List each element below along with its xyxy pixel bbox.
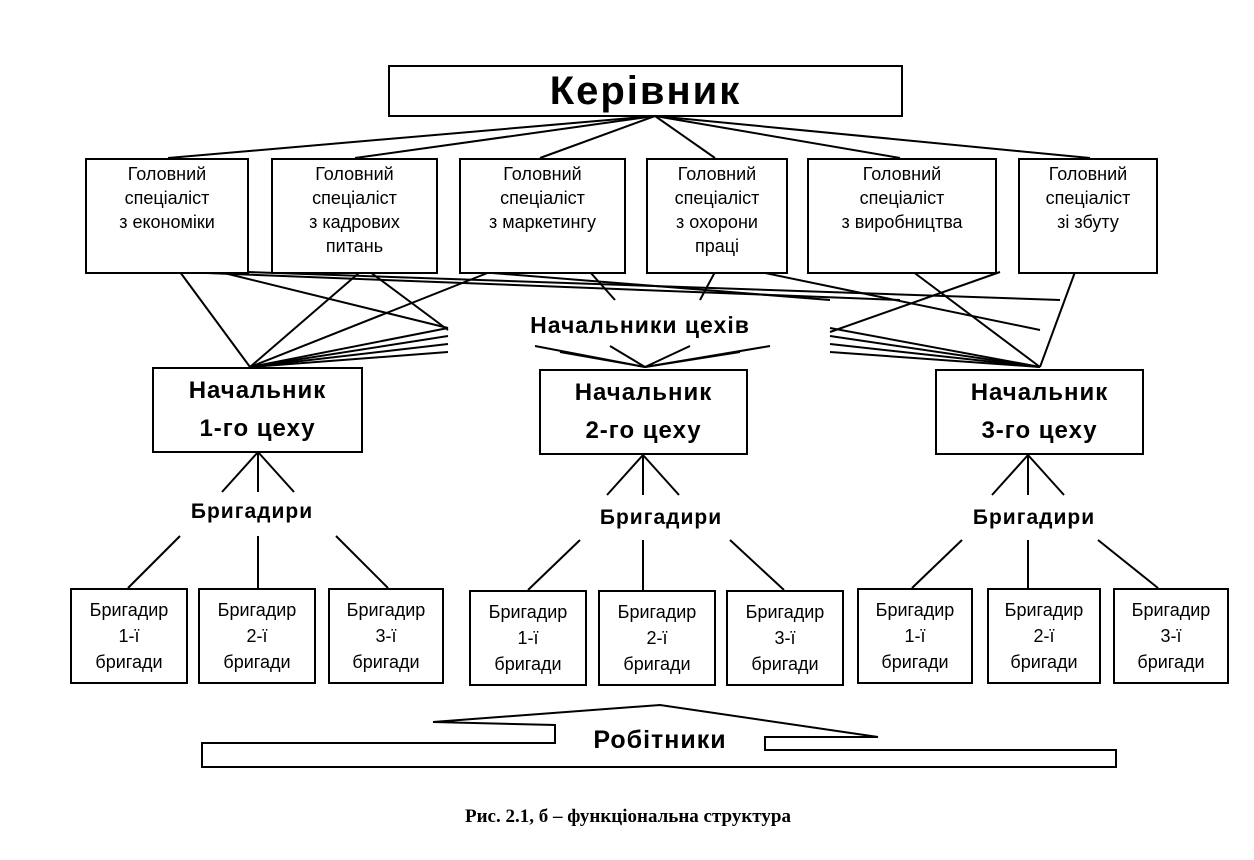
shop-head-label: Начальник 3-го цеху	[970, 379, 1109, 444]
foreman-box: Бригадир 3-ї бригади	[1113, 588, 1229, 684]
foremen-label: Бригадири	[190, 500, 314, 523]
specialist-label: Головний спеціаліст з виробництва	[841, 164, 963, 232]
shop-1-head-box: Начальник 1-го цеху	[152, 367, 363, 453]
foreman-label: Бригадир 2-ї бригади	[617, 602, 697, 674]
figure-caption: Рис. 2.1, б – функціональна структура	[465, 806, 791, 827]
shop-3-head-box: Начальник 3-го цеху	[935, 369, 1144, 455]
foreman-box: Бригадир 2-ї бригади	[198, 588, 316, 684]
specialist-production-box: Головний спеціаліст з виробництва	[807, 158, 997, 274]
shop-2-head-box: Начальник 2-го цеху	[539, 369, 748, 455]
specialist-label: Головний спеціаліст зі збуту	[1045, 164, 1131, 232]
workers-label: Робітники	[593, 726, 727, 754]
foreman-label: Бригадир 1-ї бригади	[488, 602, 568, 674]
foreman-label: Бригадир 1-ї бригади	[875, 600, 955, 672]
specialist-marketing-box: Головний спеціаліст з маркетингу	[459, 158, 626, 274]
specialist-economics-box: Головний спеціаліст з економіки	[85, 158, 249, 274]
foreman-box: Бригадир 3-ї бригади	[328, 588, 444, 684]
foreman-label: Бригадир 3-ї бригади	[745, 602, 825, 674]
specialist-label: Головний спеціаліст з охорони праці	[674, 164, 760, 256]
foremen-label: Бригадири	[599, 506, 723, 529]
director-box: Керівник	[388, 65, 903, 117]
foremen-label: Бригадири	[972, 506, 1096, 529]
specialist-label: Головний спеціаліст з маркетингу	[489, 164, 596, 232]
shop-heads-label: Начальники цехів	[530, 312, 750, 338]
foreman-box: Бригадир 1-ї бригади	[857, 588, 973, 684]
specialist-hr-box: Головний спеціаліст з кадрових питань	[271, 158, 438, 274]
foreman-box: Бригадир 3-ї бригади	[726, 590, 844, 686]
foreman-box: Бригадир 1-ї бригади	[469, 590, 587, 686]
shop-head-label: Начальник 1-го цеху	[188, 377, 327, 442]
specialist-labor-safety-box: Головний спеціаліст з охорони праці	[646, 158, 788, 274]
specialist-label: Головний спеціаліст з економіки	[119, 164, 215, 232]
foreman-label: Бригадир 1-ї бригади	[89, 600, 169, 672]
foreman-label: Бригадир 3-ї бригади	[1131, 600, 1211, 672]
director-label: Керівник	[549, 68, 742, 113]
foreman-box: Бригадир 2-ї бригади	[987, 588, 1101, 684]
specialist-sales-box: Головний спеціаліст зі збуту	[1018, 158, 1158, 274]
foreman-box: Бригадир 1-ї бригади	[70, 588, 188, 684]
foreman-label: Бригадир 2-ї бригади	[217, 600, 297, 672]
shop-head-label: Начальник 2-го цеху	[574, 379, 713, 444]
specialist-label: Головний спеціаліст з кадрових питань	[309, 164, 400, 256]
foreman-box: Бригадир 2-ї бригади	[598, 590, 716, 686]
foreman-label: Бригадир 2-ї бригади	[1004, 600, 1084, 672]
foreman-label: Бригадир 3-ї бригади	[346, 600, 426, 672]
